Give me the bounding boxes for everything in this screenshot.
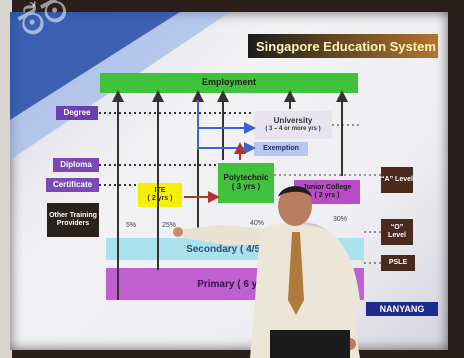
junior-college-label: Junior College [302,184,352,192]
diploma-label-box: Diploma [53,158,99,172]
degree-label-box: Degree [56,106,98,120]
other-training-label: Other Training Providers [49,212,97,227]
nanyang-logo-text: NANYANG [379,304,425,314]
o-level-box: “O” Level [381,219,413,245]
university-label: University [273,116,313,126]
percent-30: 30% [333,216,348,223]
psle-box: PSLE [381,255,415,271]
psle-label: PSLE [388,259,408,267]
university-box: University ( 3 – 4 or more yrs ) [254,111,332,139]
employment-label: Employment [201,77,256,88]
ite-duration: ( 2 yrs ) [147,195,173,202]
polytechnic-label: Polytechnic [223,173,269,183]
a-level-label: “A” Level [381,176,413,184]
exemption-label: Exemption [263,145,299,153]
primary-label: Primary ( 6 yrs ) [197,278,273,290]
other-training-box: Other Training Providers [47,203,99,237]
polytechnic-box: Polytechnic ( 3 yrs ) [218,163,274,203]
secondary-label: Secondary ( 4/5 yrs ) [186,243,284,255]
certificate-label: Certificate [52,179,93,189]
degree-label: Degree [63,107,91,117]
ite-label: ITE [154,187,166,195]
nanyang-logo: NANYANG [366,302,438,316]
a-level-box: “A” Level [381,167,413,193]
percent-40: 40% [250,220,265,227]
ite-box: ITE ( 2 yrs ) [138,183,182,207]
wall-edge [0,0,12,358]
o-level-label: “O” Level [388,224,406,239]
exemption-box: Exemption [254,142,308,156]
certificate-label-box: Certificate [46,178,99,192]
junior-college-duration: ( 2 yrs ) [314,192,340,199]
page-title: Singapore Education System [248,34,438,58]
percent-5: 5% [126,222,137,229]
percent-25: 25% [162,222,177,229]
polytechnic-duration: ( 3 yrs ) [231,182,261,191]
university-duration: ( 3 – 4 or more yrs ) [265,126,321,133]
diploma-label: Diploma [60,159,92,169]
employment-bar: Employment [100,73,358,93]
